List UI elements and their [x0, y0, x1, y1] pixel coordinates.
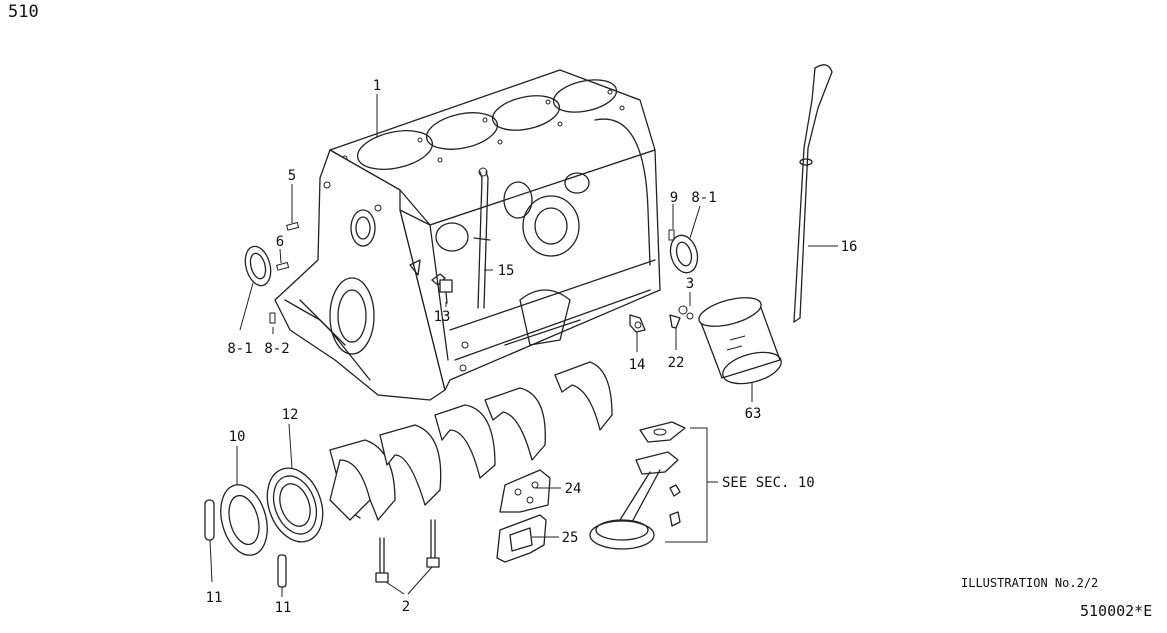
rear-oil-seal-12[interactable]: [258, 460, 333, 549]
dowel-pin-5[interactable]: [286, 221, 300, 231]
bearing-shell[interactable]: [484, 387, 546, 461]
cylinder-block[interactable]: [274, 69, 661, 401]
callout-16: 16: [841, 239, 858, 255]
bearing-shell[interactable]: [379, 424, 442, 506]
callout-1: 1: [373, 78, 381, 94]
oil-seal-left[interactable]: [241, 244, 275, 289]
gasket-11-left[interactable]: [204, 499, 215, 541]
connector-22[interactable]: [669, 314, 681, 329]
baffle-plate-25[interactable]: [496, 514, 547, 563]
callout-10: 10: [229, 429, 246, 445]
bearing-cap-bolt[interactable]: [426, 519, 440, 568]
seal-retainer-10[interactable]: [213, 480, 274, 561]
oil-strainer-assembly[interactable]: [589, 421, 686, 550]
illustration-label: ILLUSTRATION No.2/2: [961, 576, 1099, 590]
callout-15: 15: [498, 263, 515, 279]
bearing-shell[interactable]: [554, 361, 613, 431]
oil-gauge-guide-tube[interactable]: [473, 167, 491, 309]
callout-11-lower: 11: [275, 600, 292, 616]
callout-11-left: 11: [206, 590, 223, 606]
callout-6: 6: [276, 234, 284, 250]
callout-2: 2: [402, 599, 410, 615]
oil-filter-63[interactable]: [696, 292, 785, 389]
oil-seal-right[interactable]: [667, 232, 702, 275]
oil-pressure-switch-14[interactable]: [629, 314, 646, 333]
diagram-code: 510002*E: [1080, 602, 1153, 620]
dowel-pin-8-2[interactable]: [269, 312, 276, 324]
callout-3: 3: [686, 276, 694, 292]
callout-24: 24: [565, 481, 582, 497]
fitting-3[interactable]: [678, 305, 694, 320]
callout-14: 14: [629, 357, 646, 373]
callout-8-1-right: 8-1: [691, 190, 716, 206]
gasket-11-lower[interactable]: [277, 554, 287, 588]
dowel-pin-6[interactable]: [276, 261, 290, 271]
dowel-pin-9[interactable]: [668, 229, 675, 241]
bearing-cap-bolt[interactable]: [375, 537, 389, 583]
bracket-24[interactable]: [499, 469, 551, 513]
callout-5: 5: [288, 168, 296, 184]
callout-63: 63: [745, 406, 762, 422]
bearing-shell[interactable]: [434, 404, 496, 479]
callout-22: 22: [668, 355, 685, 371]
main-bearing-set[interactable]: [329, 361, 613, 521]
callout-13: 13: [434, 309, 451, 325]
callout-8-2: 8-2: [264, 341, 289, 357]
callout-8-1-left: 8-1: [227, 341, 252, 357]
section-number: 510: [8, 2, 39, 22]
leader-lines: [209, 94, 838, 597]
oil-level-dipstick[interactable]: [793, 64, 833, 323]
callout-25: 25: [562, 530, 579, 546]
callout-9: 9: [670, 190, 678, 206]
callout-12: 12: [282, 407, 299, 423]
see-section-note: SEE SEC. 10: [722, 475, 815, 491]
bearing-shell[interactable]: [329, 459, 371, 521]
drain-plug-13[interactable]: [431, 273, 453, 304]
